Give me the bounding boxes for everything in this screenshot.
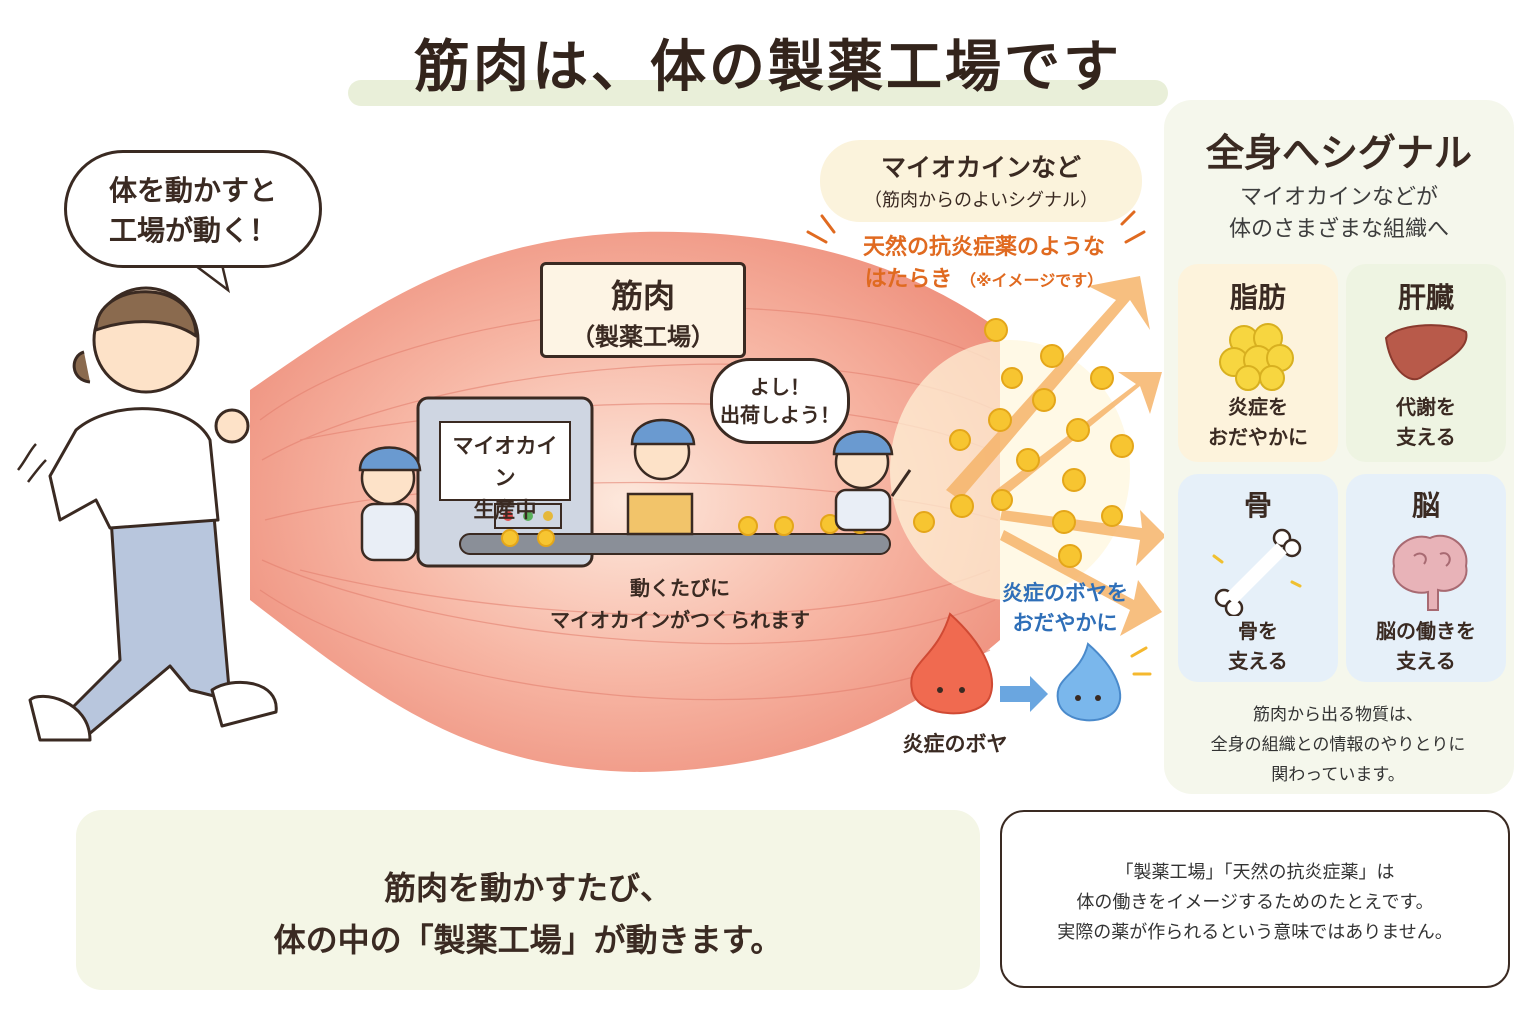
worker-speech-bubble: よし！ 出荷しよう！	[710, 358, 850, 444]
fire-red	[910, 612, 993, 715]
signal-footer-2: 全身の組織との情報のやりとりに	[1210, 735, 1466, 755]
card-liver-name: 肝臓	[1397, 281, 1454, 314]
walking-person	[28, 286, 278, 742]
belt-caption-1: 動くたびに	[630, 576, 730, 600]
card-brain-desc: 脳の働きを 支える	[1346, 616, 1506, 676]
machine-line-2: 生産中	[473, 498, 537, 522]
machine-line-1: マイオカイン	[452, 434, 558, 490]
belt-caption: 動くたびに マイオカインがつくられます	[480, 572, 880, 636]
card-brain-desc-2: 支える	[1396, 649, 1456, 673]
card-fat-desc: 炎症を おだやかに	[1178, 392, 1338, 452]
calm-arrow	[1000, 676, 1048, 712]
fat-cells-icon	[1219, 323, 1294, 391]
anti-inflammatory-note: 天然の抗炎症薬のような はたらき （※イメージです）	[834, 232, 1134, 297]
muscle-label-sub: （製薬工場）	[571, 323, 715, 351]
myokine-bubble: マイオカインなど （筋肉からのよいシグナル）	[820, 140, 1142, 222]
worker-line-2: 出荷しよう！	[720, 403, 840, 427]
spark-lines	[806, 210, 1146, 244]
card-liver-desc-1: 代謝を	[1396, 395, 1456, 419]
bottom-message: 筋肉を動かすたび、 体の中の「製薬工場」が動きます。	[76, 862, 980, 966]
bottom-message-box	[76, 810, 980, 990]
bottom-message-1: 筋肉を動かすたび、	[383, 869, 672, 907]
signal-panel-title: 全身へシグナル	[1205, 131, 1472, 175]
belt-caption-2: マイオカインがつくられます	[550, 608, 810, 632]
page-title: 筋肉は、体の製薬工場です	[414, 35, 1122, 100]
signal-arrows	[946, 276, 1166, 636]
signal-sub-2: 体のさまざまな組織へ	[1228, 217, 1449, 242]
title-highlight	[348, 80, 1168, 106]
card-fat-name: 脂肪	[1229, 281, 1286, 314]
card-bone-name: 骨	[1243, 489, 1272, 522]
worker-left	[358, 446, 422, 562]
fire-blue	[1056, 642, 1122, 722]
worker-middle	[626, 418, 696, 536]
machine-screen: マイオカイン 生産中	[444, 430, 566, 526]
disclaimer-3: 実際の薬が作られるという意味ではありません。	[1057, 922, 1453, 943]
disclaimer: 「製薬工場」「天然の抗炎症薬」は 体の働きをイメージするためのたとえです。 実際…	[1000, 858, 1510, 948]
card-brain-name: 脳	[1411, 489, 1440, 522]
bone-icon	[1212, 528, 1302, 616]
myokine-title: マイオカインなど	[880, 153, 1081, 182]
speech-bubble: 体を動かすと 工場が動く！	[64, 150, 322, 268]
muscle-label: 筋肉 （製薬工場）	[540, 262, 746, 358]
speech-line-2: 工場が動く！	[108, 214, 277, 247]
card-fat-desc-1: 炎症を	[1228, 395, 1288, 419]
calming-label: 炎症のボヤを おだやかに	[980, 578, 1150, 638]
calming-line-1: 炎症のボヤを	[1002, 581, 1128, 605]
muscle-label-title: 筋肉	[610, 277, 675, 315]
bottom-message-2: 体の中の「製薬工場」が動きます。	[273, 921, 783, 959]
factory-machine	[416, 396, 594, 568]
card-liver-desc-2: 支える	[1396, 425, 1456, 449]
calm-sparks	[1130, 646, 1152, 676]
card-bone-desc-1: 骨を	[1238, 619, 1278, 643]
speech-line-1: 体を動かすと	[108, 174, 277, 207]
brain-icon	[1392, 534, 1468, 611]
card-fat-desc-2: おだやかに	[1208, 425, 1308, 449]
signal-sub-1: マイオカインなどが	[1239, 185, 1438, 210]
disclaimer-box	[1000, 810, 1510, 988]
card-liver-desc: 代謝を 支える	[1346, 392, 1506, 452]
liver-icon	[1384, 324, 1468, 381]
myokine-subtitle: （筋肉からのよいシグナル）	[864, 190, 1098, 211]
anti-image-note: （※イメージです）	[959, 271, 1104, 290]
signal-footer-1: 筋肉から出る物質は、	[1253, 705, 1423, 725]
card-brain-desc-1: 脳の働きを	[1376, 619, 1476, 643]
worker-right	[832, 430, 912, 532]
signal-footer-3: 関わっています。	[1271, 765, 1405, 785]
fire-label: 炎症のボヤ	[902, 732, 1008, 756]
card-bone-desc-2: 支える	[1228, 649, 1288, 673]
anti-line-2: はたらき	[864, 267, 953, 292]
calming-line-2: おだやかに	[1012, 611, 1118, 635]
card-bone-desc: 骨を 支える	[1178, 616, 1338, 676]
signal-panel-subtitle: マイオカインなどが 体のさまざまな組織へ	[1164, 182, 1514, 246]
disclaimer-2: 体の働きをイメージするためのたとえです。	[1076, 892, 1434, 913]
worker-line-1: よし！	[750, 375, 810, 399]
anti-line-1: 天然の抗炎症薬のような	[862, 235, 1105, 260]
disclaimer-1: 「製薬工場」「天然の抗炎症薬」は	[1115, 862, 1395, 883]
myokine-balls	[913, 318, 1134, 568]
signal-panel-footer: 筋肉から出る物質は、 全身の組織との情報のやりとりに 関わっています。	[1168, 700, 1508, 790]
